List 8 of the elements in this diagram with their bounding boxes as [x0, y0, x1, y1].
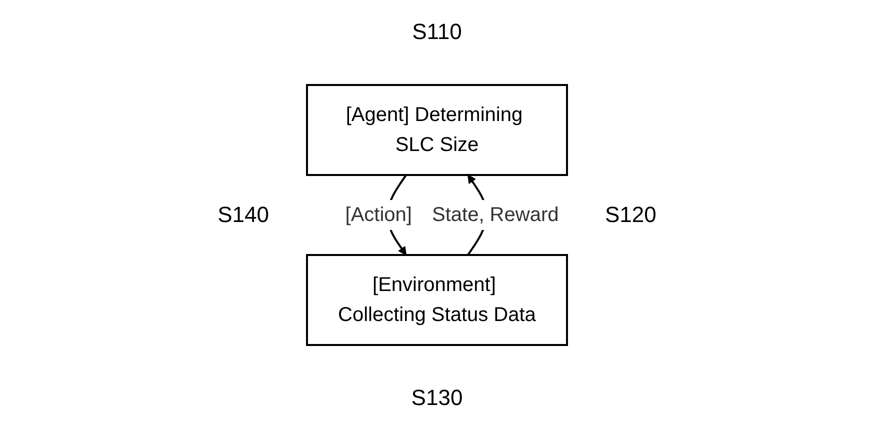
node-box: [Agent] Determining SLC Size: [306, 84, 568, 176]
edge-label: State, Reward: [432, 204, 559, 226]
reference-label: S130: [411, 385, 463, 411]
reference-label: S140: [218, 202, 269, 228]
node-box: [Environment] Collecting Status Data: [306, 254, 568, 346]
edge-label: [Action]: [345, 204, 412, 226]
reference-label: S110: [412, 19, 462, 45]
reference-label: S120: [605, 202, 656, 228]
